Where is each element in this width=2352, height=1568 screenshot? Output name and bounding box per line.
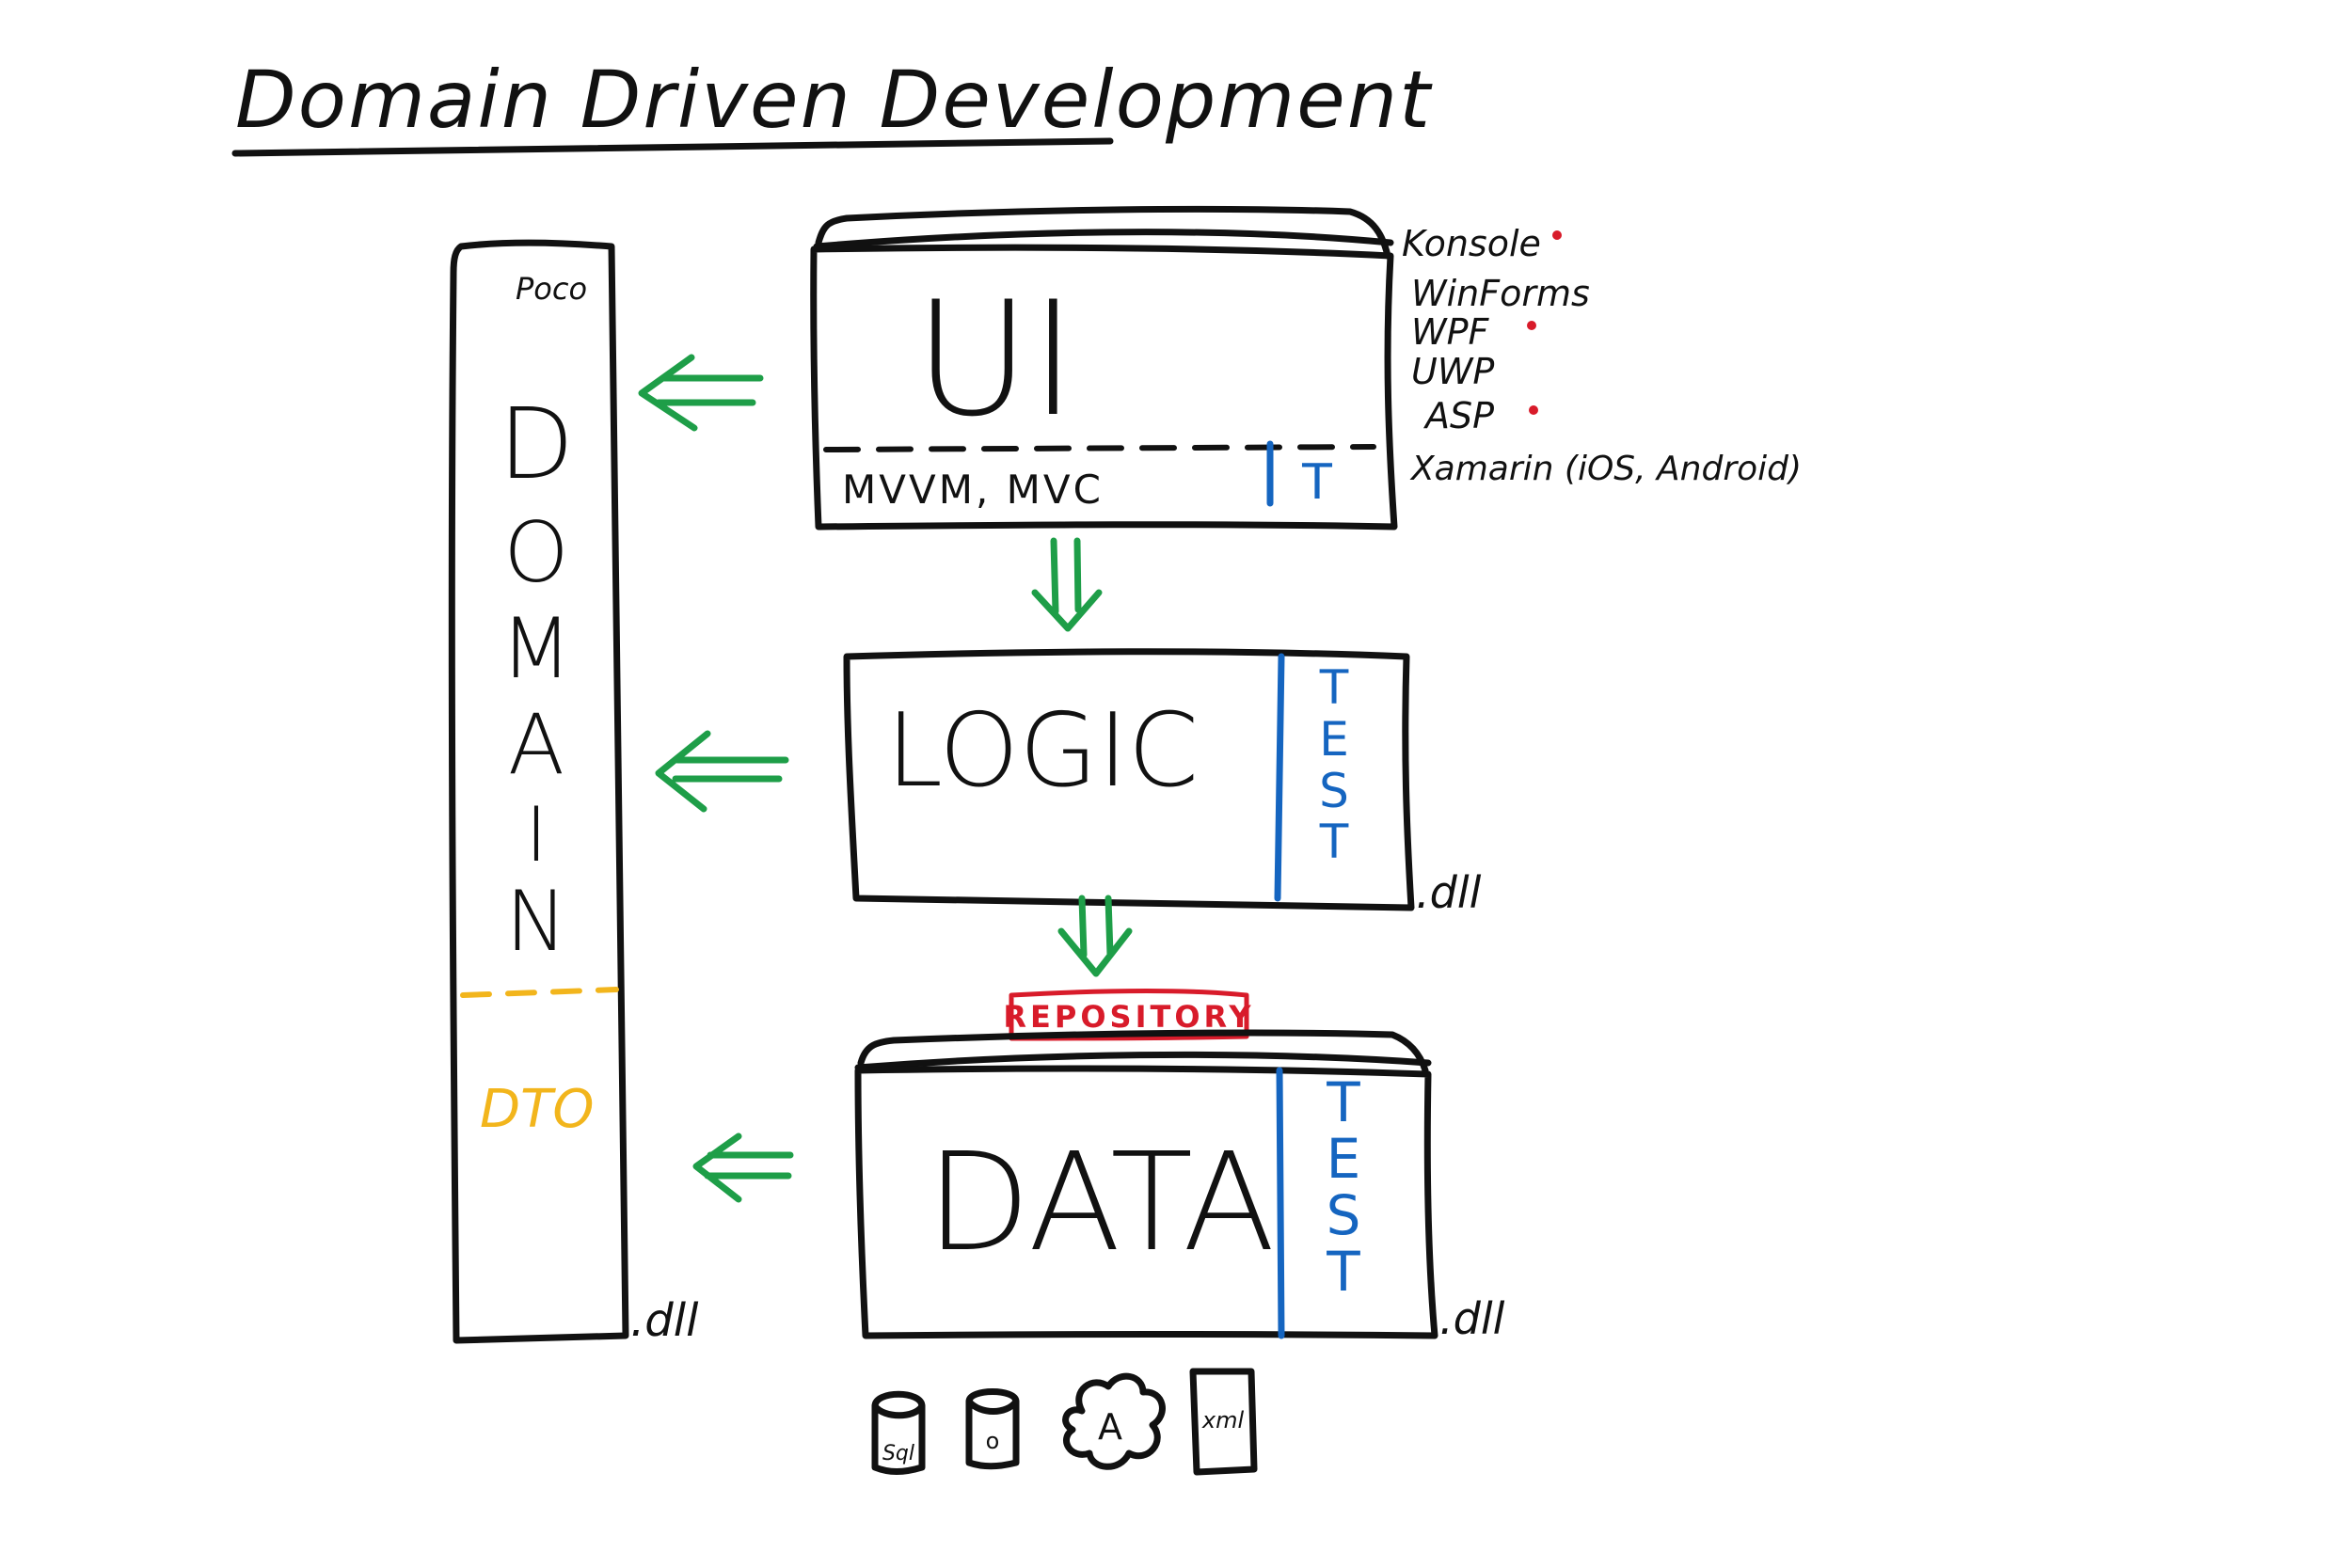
logic-to-data-arrow: [1057, 895, 1133, 977]
data-test-separator: [1276, 1067, 1285, 1339]
logic-test-letter: T: [1319, 660, 1349, 715]
data-to-domain-arrow: [692, 1132, 794, 1203]
domain-letter: A: [508, 696, 564, 793]
ui-platform-list: Konsole WinForms WPF UWP ASP Xamarin (iO…: [1402, 223, 1802, 488]
logic-label: LOGIC: [886, 692, 1199, 810]
platform-xamarin: Xamarin (iOS, Android): [1409, 450, 1802, 488]
ui-test-label: T: [1301, 454, 1332, 511]
ui-to-logic-arrow: [1031, 537, 1103, 632]
domain-letter: D: [499, 387, 574, 501]
logic-dll-label: .dll: [1416, 867, 1482, 918]
data-dll-label: .dll: [1439, 1293, 1505, 1344]
ui-to-domain-arrow: [638, 354, 764, 432]
data-stores: Sql o A xml: [871, 1368, 1258, 1476]
platform-wpf: WPF: [1411, 311, 1489, 353]
ui-block: UI MVVM, MVC T: [810, 205, 1398, 531]
domain-box: [448, 239, 629, 1344]
logic-box: [843, 648, 1415, 911]
ui-box-top: [815, 205, 1391, 260]
data-test-letter: E: [1327, 1127, 1361, 1191]
platform-marker: [1527, 321, 1536, 330]
poco-label: Poco: [516, 271, 587, 307]
ui-label: UI: [914, 267, 1077, 451]
data-test-letter: S: [1327, 1183, 1361, 1247]
platform-uwp: UWP: [1411, 351, 1494, 392]
title-underline: [231, 137, 1114, 157]
platform-asp: ASP: [1422, 395, 1494, 436]
domain-letter: O: [503, 504, 568, 601]
logic-test-letter: E: [1319, 712, 1349, 767]
xml-store-label: xml: [1201, 1407, 1245, 1433]
domain-letters: D O M A I N: [499, 387, 574, 970]
logic-block: LOGIC T E S T .dll: [843, 648, 1482, 918]
ui-box-top-edge: [813, 229, 1394, 250]
diagram-title: Domain Driven Development: [235, 54, 1433, 146]
domain-letter: I: [525, 791, 548, 879]
data-test-label: T E S T: [1326, 1070, 1360, 1304]
domain-letter: M: [501, 600, 572, 697]
dto-label: DTO: [480, 1079, 594, 1140]
azure-cloud-icon: A: [1062, 1372, 1166, 1470]
domain-letter: N: [505, 873, 567, 970]
dto-separator: [460, 987, 619, 998]
data-box: [854, 1065, 1438, 1339]
database-icon: o: [965, 1388, 1020, 1470]
logic-test-separator: [1274, 653, 1285, 902]
ui-box: [810, 244, 1398, 531]
ui-patterns-label: MVVM, MVC: [842, 467, 1104, 513]
xml-file-icon: xml: [1189, 1368, 1258, 1476]
repository-block: REPOSITORY: [1003, 989, 1254, 1041]
platform-marker: [1552, 230, 1562, 240]
logic-test-letter: S: [1319, 764, 1349, 818]
db-store-label: o: [986, 1428, 1000, 1454]
data-box-top: [857, 1029, 1429, 1074]
logic-test-letter: T: [1319, 815, 1349, 869]
repository-box: [1009, 989, 1249, 1041]
platform-marker: [1529, 405, 1538, 415]
data-box-top-edge: [854, 1051, 1432, 1071]
azure-store-label: A: [1098, 1406, 1122, 1448]
data-test-letter: T: [1326, 1070, 1360, 1134]
data-test-letter: T: [1326, 1240, 1360, 1304]
logic-to-domain-arrow: [655, 730, 789, 813]
platform-konsole: Konsole: [1402, 223, 1541, 264]
sql-database-icon: Sql: [871, 1390, 926, 1475]
ui-pattern-separator: [823, 444, 1376, 452]
logic-test-label: T E S T: [1319, 660, 1349, 869]
domain-dll-label: .dll: [630, 1294, 699, 1347]
repository-label: REPOSITORY: [1003, 999, 1254, 1035]
data-block: DATA T E S T .dll: [854, 1029, 1505, 1344]
sql-store-label: Sql: [882, 1442, 914, 1465]
platform-winforms: WinForms: [1411, 273, 1590, 314]
data-label: DATA: [927, 1123, 1276, 1281]
domain-block: Poco D O M A I N DTO .dll: [448, 239, 699, 1347]
